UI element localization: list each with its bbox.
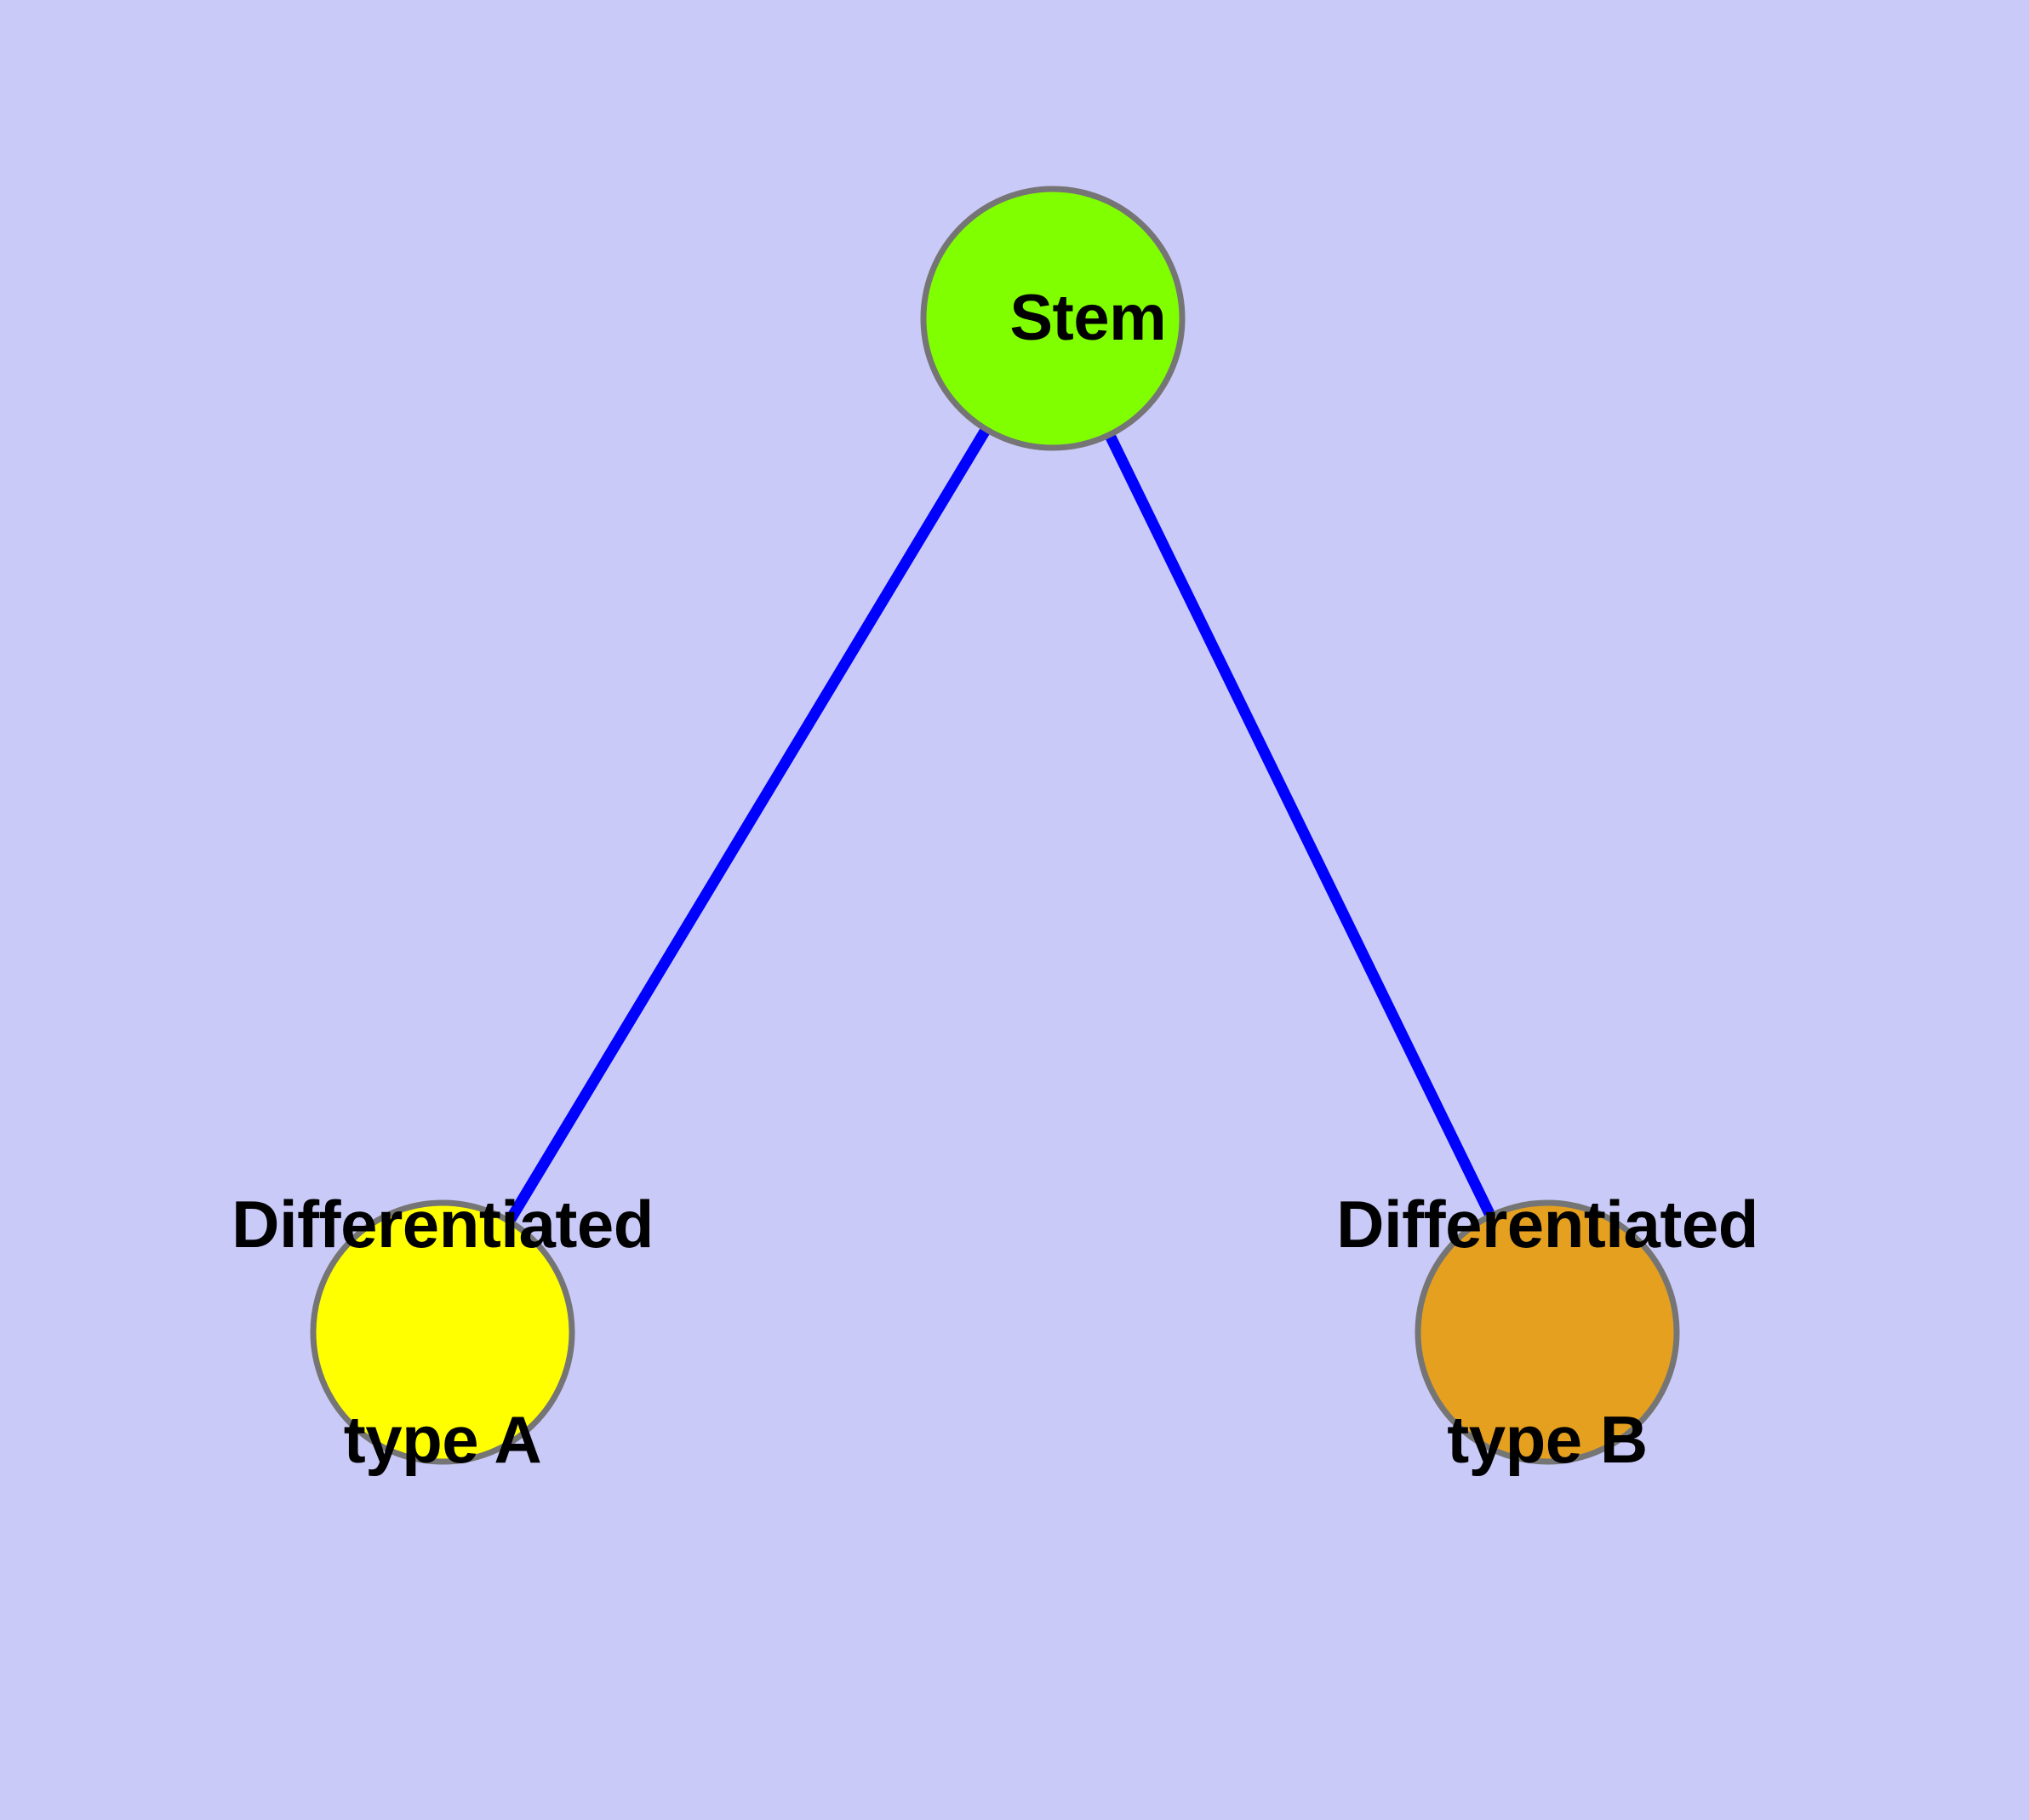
node-stem[interactable] <box>920 186 1186 451</box>
edge-stem-to-differentiated-type-a[interactable] <box>437 315 1058 1336</box>
node-differentiated-type-b[interactable] <box>1415 1199 1680 1465</box>
edge-stem-to-differentiated-type-b[interactable] <box>1048 316 1552 1335</box>
nodes-layer <box>310 186 1680 1465</box>
edges-layer <box>437 315 1552 1336</box>
node-differentiated-type-a[interactable] <box>310 1199 575 1465</box>
